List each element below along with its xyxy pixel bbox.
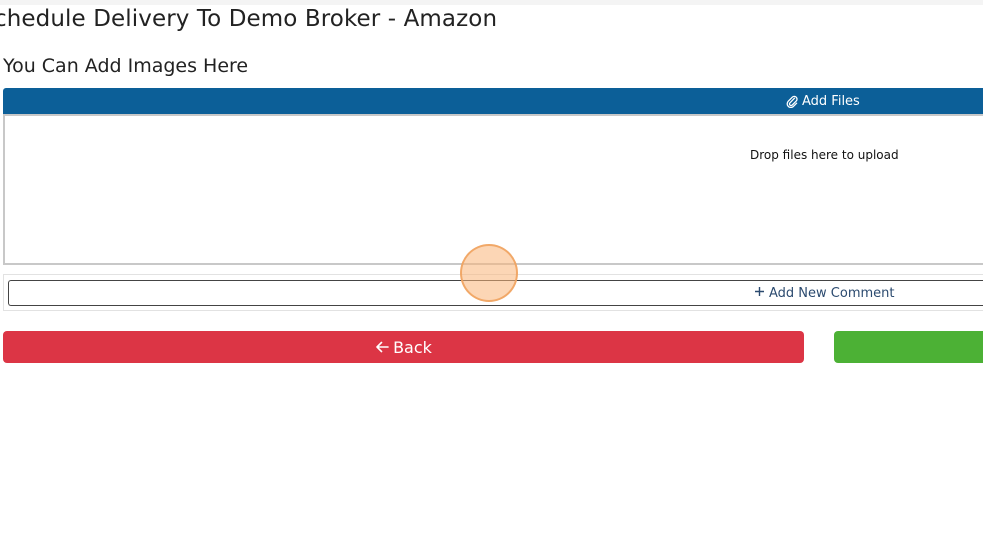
add-files-button[interactable]: Add Files xyxy=(786,88,860,114)
add-comment-content: Add New Comment xyxy=(754,281,894,305)
arrow-left-icon xyxy=(375,338,389,357)
images-section-label: You Can Add Images Here xyxy=(3,55,249,77)
top-strip xyxy=(0,0,983,5)
page-title: chedule Delivery To Demo Broker - Amazon xyxy=(0,6,498,32)
back-button[interactable]: Back xyxy=(3,331,804,363)
back-label: Back xyxy=(393,337,432,357)
add-comment-label: Add New Comment xyxy=(769,285,895,301)
add-files-bar: Add Files xyxy=(3,88,983,114)
plus-icon xyxy=(754,286,765,301)
file-dropzone[interactable]: Drop files here to upload xyxy=(3,114,983,265)
next-button[interactable] xyxy=(834,331,983,363)
dropzone-text: Drop files here to upload xyxy=(750,148,899,162)
add-comment-button[interactable]: Add New Comment xyxy=(8,280,983,306)
add-files-label: Add Files xyxy=(802,93,860,109)
paperclip-icon xyxy=(786,95,798,108)
comment-section: Add New Comment xyxy=(3,274,983,311)
